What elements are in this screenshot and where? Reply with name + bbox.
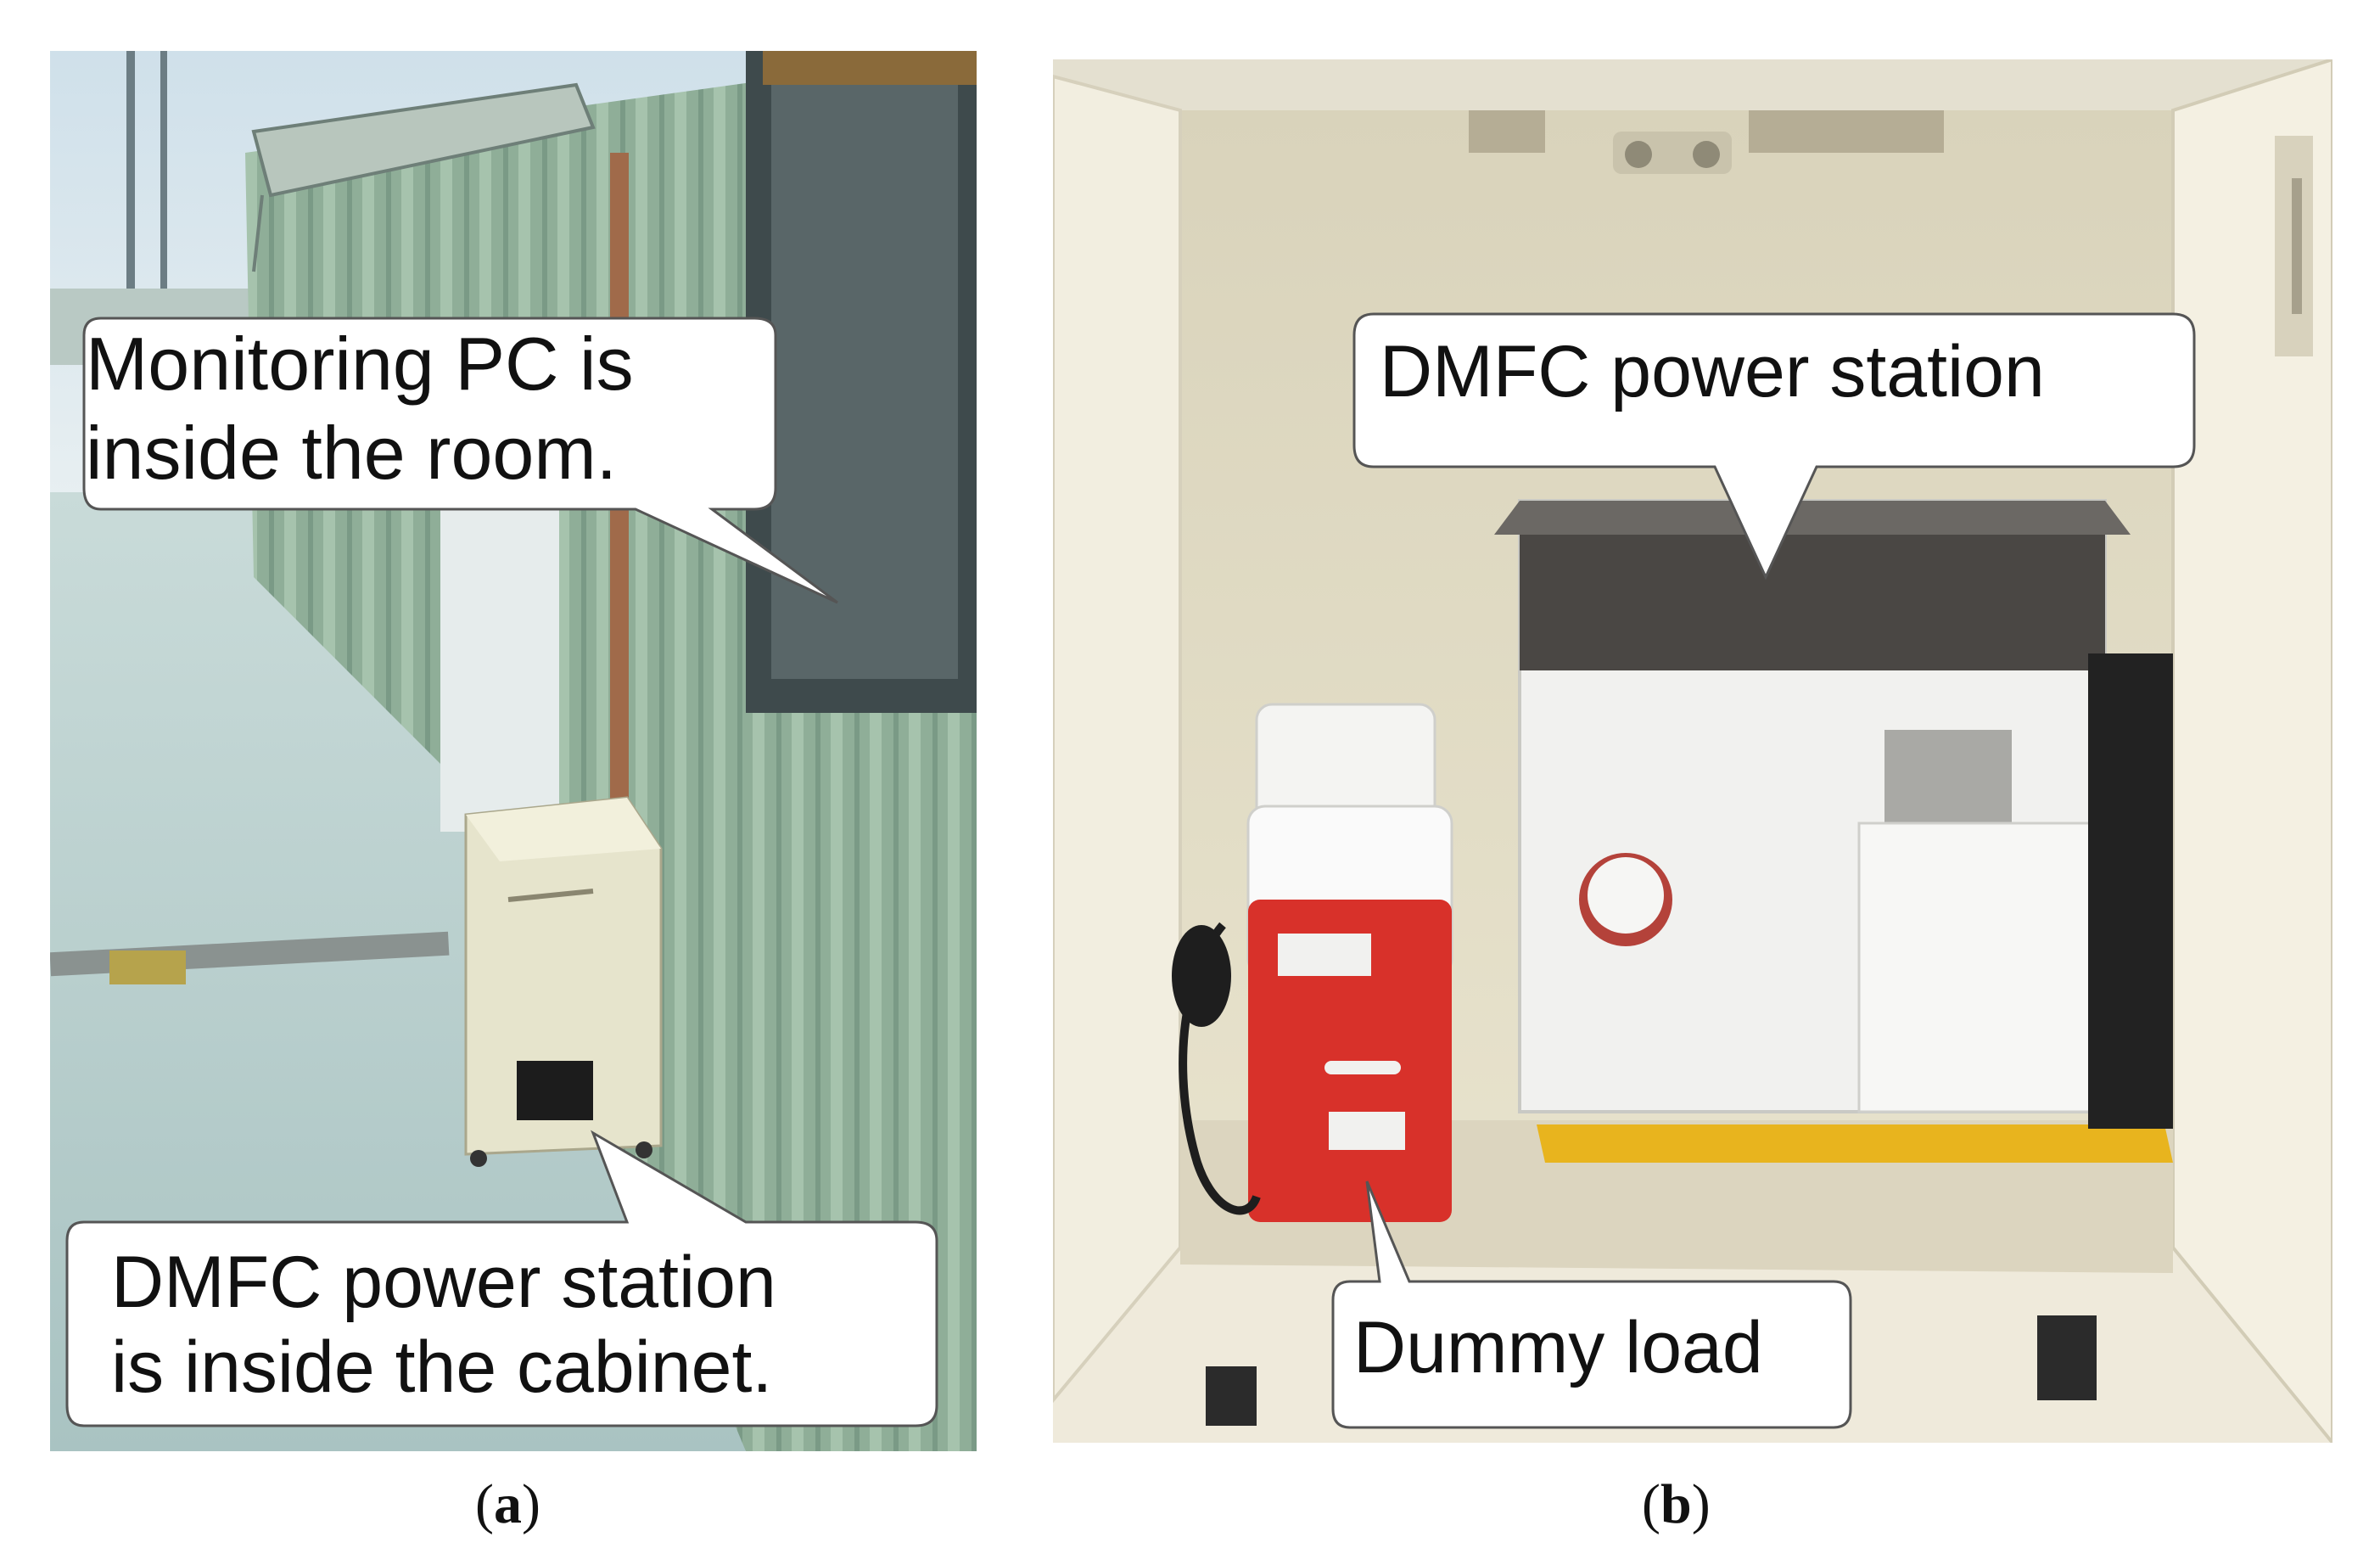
caption-letter-a: a bbox=[493, 1473, 522, 1535]
caption-a: (a) bbox=[475, 1473, 540, 1535]
photo-panel-b: DMFC power station Dummy load bbox=[1053, 59, 2332, 1443]
callout-monitoring-line2: inside the room. bbox=[86, 411, 618, 495]
callout-dummy-load-text: Dummy load bbox=[1353, 1307, 1763, 1388]
callout-monitoring-line1: Monitoring PC is bbox=[86, 322, 634, 406]
callout-station-a-line2: is inside the cabinet. bbox=[111, 1326, 773, 1408]
caption-letter-b: b bbox=[1660, 1473, 1692, 1535]
photo-panel-a: Monitoring PC is inside the room. DMFC p… bbox=[50, 51, 977, 1451]
callout-station-a-line1: DMFC power station bbox=[111, 1242, 776, 1323]
cabinet-interior-photo bbox=[1053, 59, 2332, 1443]
callout-station-b-text: DMFC power station bbox=[1380, 331, 2045, 412]
caption-b: (b) bbox=[1642, 1473, 1711, 1535]
